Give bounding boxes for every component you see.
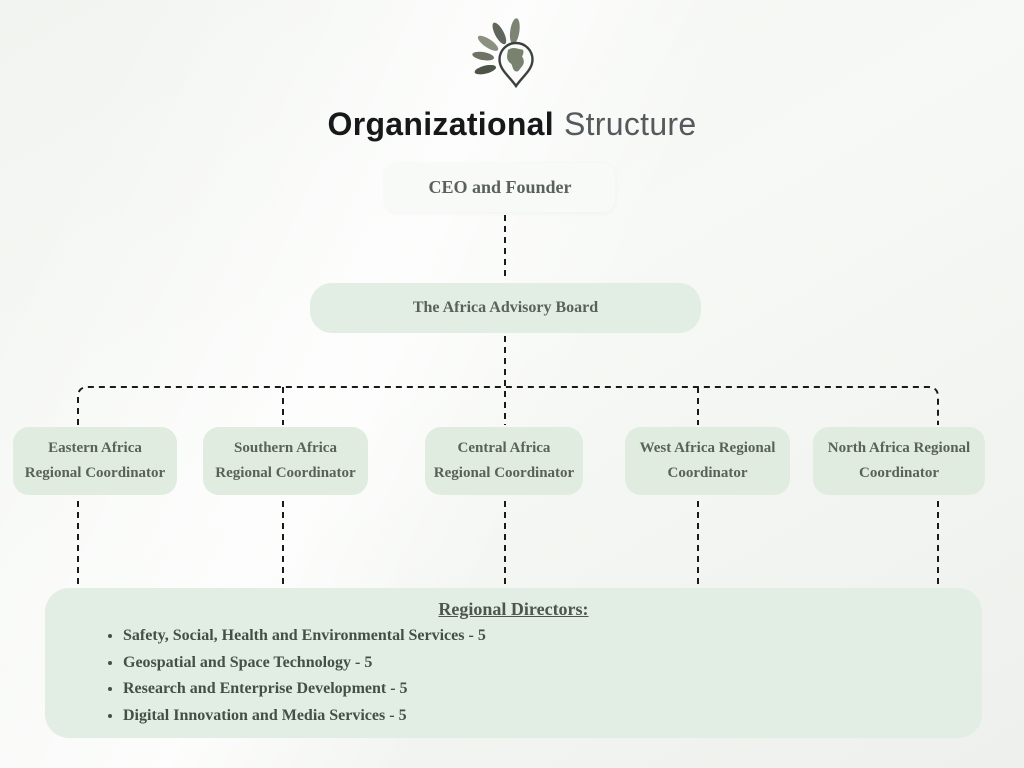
node-label-line2: Regional Coordinator [215,465,356,481]
node-label: CEO and Founder [428,177,572,197]
leaves-icon [472,18,520,75]
africa-continent-icon [507,48,524,72]
node-label-line1: Eastern Africa [48,440,142,456]
node-label-line1: Southern Africa [234,440,337,456]
node-coordinator-central-africa: Central Africa Regional Coordinator [425,427,583,495]
list-item: Research and Enterprise Development - 5 [123,676,982,703]
node-coordinator-north-africa: North Africa Regional Coordinator [813,427,985,495]
node-africa-advisory-board: The Africa Advisory Board [310,283,701,333]
node-label-line1: Central Africa [457,440,551,456]
node-coordinator-southern-africa: Southern Africa Regional Coordinator [203,427,368,495]
list-item: Safety, Social, Health and Environmental… [123,623,982,650]
page-title-bold: Organizational [327,106,554,142]
node-label-line2: Regional Coordinator [433,465,575,481]
node-label-line2: Regional Coordinator [24,465,166,481]
list-item: Digital Innovation and Media Services - … [123,703,982,730]
node-coordinator-eastern-africa: Eastern Africa Regional Coordinator [13,427,177,495]
page-title-light: Structure [563,106,697,142]
location-pin-icon [498,41,534,89]
node-label: The Africa Advisory Board [412,299,599,316]
node-coordinator-west-africa: West Africa Regional Coordinator [625,427,790,495]
list-item: Geospatial and Space Technology - 5 [123,650,982,677]
node-label-line2: Coordinator [859,465,939,481]
regional-directors-heading: Regional Directors: [438,599,589,619]
node-ceo-and-founder: CEO and Founder [385,163,615,212]
regional-directors-list: Safety, Social, Health and Environmental… [123,623,982,729]
node-label-line1: North Africa Regional [827,440,971,456]
node-label-line2: Coordinator [667,465,748,481]
node-regional-directors: Regional Directors: Safety, Social, Heal… [45,588,982,738]
node-label-line1: West Africa Regional [639,440,776,456]
africa-pin-logo [467,18,557,102]
